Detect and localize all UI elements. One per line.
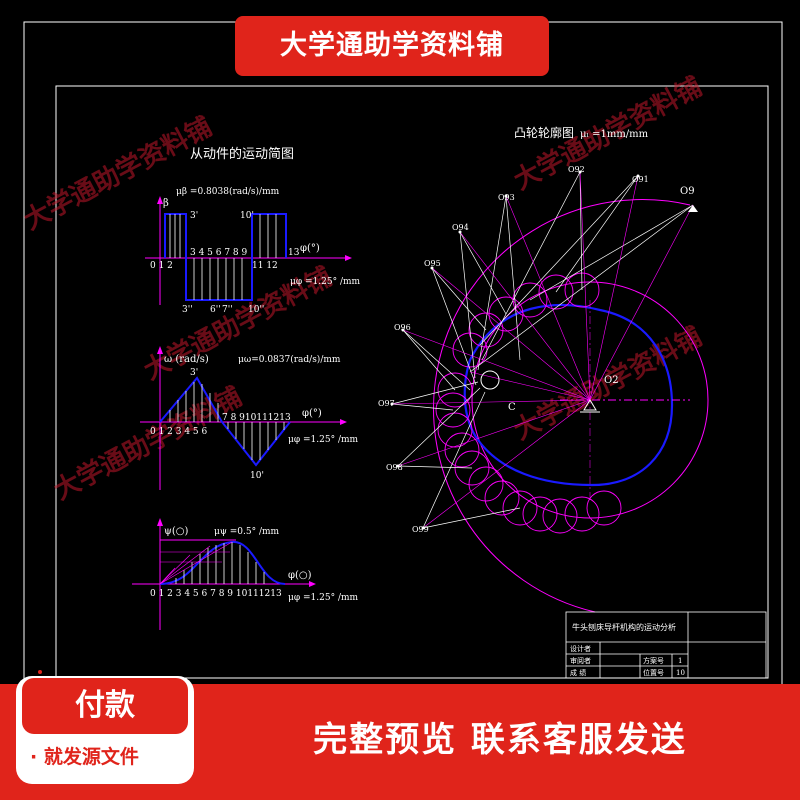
omega-trough: 10' bbox=[250, 471, 264, 481]
center-label: O2 bbox=[604, 375, 619, 386]
inner-frame bbox=[55, 85, 769, 679]
point-label: O91 bbox=[632, 175, 649, 184]
omega-y-arrow bbox=[157, 346, 163, 354]
beta-scale: μβ =0.8038(rad/s)/mm bbox=[176, 186, 280, 197]
radial-lines bbox=[391, 171, 694, 529]
beta-wave bbox=[164, 213, 287, 301]
point-label: O98 bbox=[386, 463, 403, 472]
beta-xscale: μφ =1.25° /mm bbox=[290, 277, 361, 287]
title-block bbox=[565, 611, 767, 679]
tb-value: 1 bbox=[678, 657, 682, 665]
beta-tick-top: 3' bbox=[190, 211, 198, 221]
omega-hatch bbox=[169, 382, 285, 460]
beta-ticks-mid2: 3 4 5 6 7 8 9 bbox=[190, 248, 248, 258]
point-label: O92 bbox=[568, 165, 585, 174]
psi-ticks: 0 1 2 3 4 5 6 7 8 9 10111213 bbox=[150, 589, 282, 599]
psi-construction bbox=[159, 541, 233, 585]
tb-field: 方案号 bbox=[643, 656, 664, 665]
psi-hatch bbox=[175, 542, 265, 584]
watermark: 大学通助学资料铺 bbox=[19, 111, 217, 236]
left-panel-title: 从动件的运动简图 bbox=[190, 146, 294, 162]
tb-value: 10 bbox=[676, 669, 685, 677]
pay-label[interactable]: 付款 bbox=[22, 678, 188, 734]
beta-ticks-mid: 0 1 2 bbox=[150, 261, 173, 271]
point-label: O97 bbox=[378, 399, 395, 408]
beta-hatch bbox=[169, 214, 277, 300]
omega-label: ω (rad/s) bbox=[164, 354, 209, 365]
tb-row: 设计者 bbox=[570, 644, 591, 653]
point-label: O94 bbox=[452, 223, 469, 232]
drawing-title: 牛头刨床导杆机构的运动分析 bbox=[572, 622, 676, 632]
beta-chart: β μβ =0.8038(rad/s)/mm φ(°) μφ =1.25° /m… bbox=[145, 186, 361, 315]
follower-lines bbox=[391, 171, 694, 529]
beta-ticks-mid3: 11 12 bbox=[252, 261, 278, 271]
watermark: 大学通助学资料铺 bbox=[49, 381, 247, 506]
pay-sub: · 就发源文件 bbox=[30, 746, 139, 768]
omega-peak: 3' bbox=[190, 368, 198, 378]
omega-x-arrow bbox=[340, 419, 347, 425]
shop-banner: 大学通助学资料铺 bbox=[235, 16, 549, 76]
point-label: O93 bbox=[498, 193, 515, 202]
beta-y-arrow bbox=[157, 196, 163, 204]
point-label: O96 bbox=[394, 323, 411, 332]
outer-arc bbox=[433, 199, 691, 613]
omega-xscale: μφ =1.25° /mm bbox=[288, 435, 359, 445]
psi-x-arrow bbox=[309, 581, 316, 587]
tb-row: 成 绩 bbox=[570, 668, 586, 677]
cam-scale: μₗ =1mm/mm bbox=[580, 129, 649, 140]
omega-chart: ω (rad/s) μω=0.0837(rad/s)/mm φ(°) μφ =1… bbox=[140, 346, 359, 490]
beta-ticks-mid4: 13 bbox=[288, 248, 300, 258]
c-label: C bbox=[508, 402, 516, 413]
psi-curve bbox=[159, 540, 286, 585]
omega-scale: μω=0.0837(rad/s)/mm bbox=[238, 354, 341, 365]
pivot-o9 bbox=[688, 205, 698, 212]
psi-y-arrow bbox=[157, 518, 163, 526]
point-label: O95 bbox=[424, 259, 441, 268]
psi-axis-label: φ(○) bbox=[288, 570, 312, 581]
point-label: O99 bbox=[412, 525, 429, 534]
omega-ticks2: 7 8 910111213 bbox=[222, 413, 291, 423]
beta-axis-label: φ(°) bbox=[300, 243, 320, 254]
beta-tick-bottom: 6'' bbox=[210, 305, 221, 315]
psi-chart: ψ(○) μψ =0.5° /mm φ(○) 0 1 2 3 4 5 6 7 8… bbox=[132, 518, 359, 630]
beta-x-arrow bbox=[345, 255, 352, 261]
marker-dot bbox=[38, 670, 42, 674]
beta-tick-top: 10' bbox=[240, 211, 254, 221]
cta-text: 完整预览 联系客服发送 bbox=[313, 720, 687, 760]
psi-label: ψ(○) bbox=[164, 526, 188, 537]
beta-label: β bbox=[163, 198, 169, 209]
psi-scale: μψ =0.5° /mm bbox=[214, 527, 280, 537]
omega-wave bbox=[159, 376, 291, 467]
tb-row: 审阅者 bbox=[570, 656, 591, 665]
omega-axis-label: φ(°) bbox=[302, 408, 322, 419]
center-pivot bbox=[583, 399, 597, 411]
omega-ticks: 0 1 2 3 4 5 6 bbox=[150, 427, 208, 437]
cam-title: 凸轮轮廓图 bbox=[514, 125, 574, 140]
beta-tick-bottom: 10'' bbox=[248, 305, 264, 315]
beta-tick-bottom: 7'' bbox=[222, 305, 233, 315]
cam-diagram: O2 C O9 O91 O92 O93 O94 O95 O96 O97 O98 … bbox=[378, 165, 709, 613]
psi-xscale: μφ =1.25° /mm bbox=[288, 593, 359, 603]
tb-field: 位置号 bbox=[643, 668, 664, 677]
roller-detail bbox=[480, 370, 500, 390]
beta-tick-bottom: 3'' bbox=[182, 305, 193, 315]
point-label: O9 bbox=[680, 186, 695, 197]
